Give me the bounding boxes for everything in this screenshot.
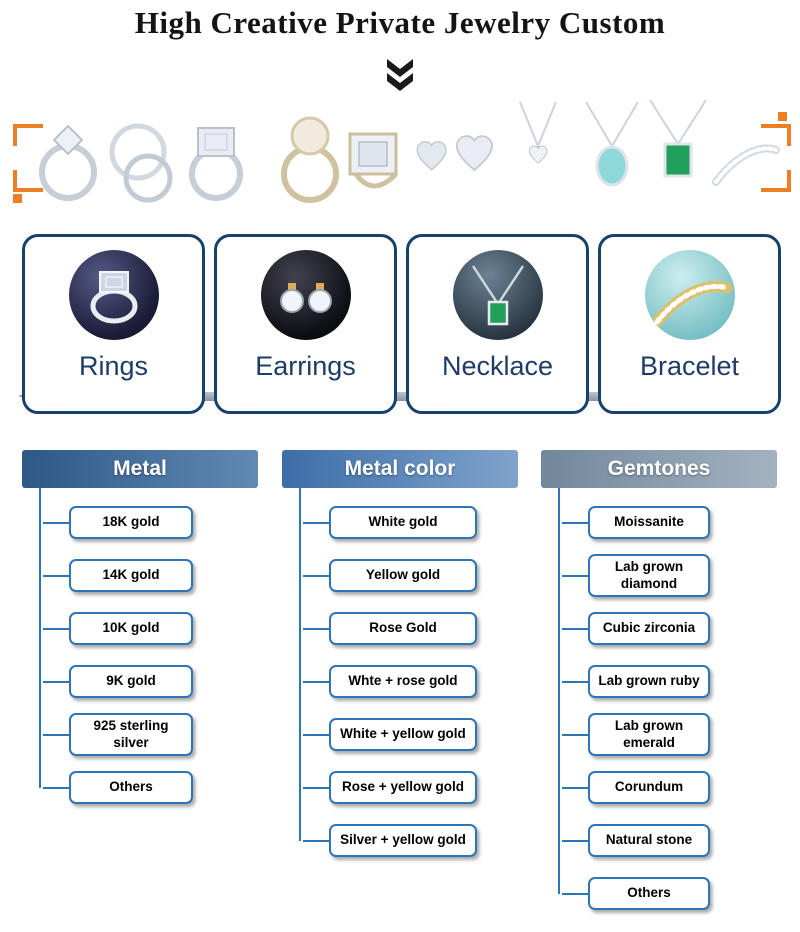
category-card-earrings: Earrings [214, 234, 397, 414]
necklace-icon [471, 265, 524, 326]
tree-node: White gold [303, 506, 477, 539]
chevron-down-icon [387, 59, 413, 91]
category-card-necklace: Necklace [406, 234, 589, 414]
tree-node: Silver + yellow gold [303, 824, 477, 857]
emerald-necklace-icon [649, 99, 707, 178]
ring-icon [90, 271, 137, 324]
page-title: High Creative Private Jewelry Custom [134, 5, 666, 40]
earrings-photo [260, 250, 351, 340]
tree-node: Yellow gold [303, 559, 477, 592]
tree-connector-line [299, 488, 301, 841]
tree-connector-line [558, 488, 560, 894]
heart-necklace-icon [519, 101, 557, 164]
tree-connector-line [39, 488, 41, 788]
emerald-ring-icon [189, 127, 243, 201]
earrings-icon [279, 283, 332, 313]
heart-icon [416, 135, 493, 172]
teal-necklace-icon [585, 101, 639, 187]
orange-square-left-icon [13, 194, 22, 203]
product-strip-image [39, 99, 780, 203]
rings-photo [68, 250, 159, 340]
gemtones-tree: Gemtones Moissanite Lab grown diamond Cu… [541, 450, 777, 920]
category-label: Bracelet [639, 351, 740, 381]
tree-node: Cubic zirconia [562, 612, 710, 645]
tree-node: Corundum [562, 771, 710, 804]
necklace-photo [452, 250, 543, 340]
tree-node: Lab grown emerald [562, 712, 710, 757]
tree-node: Others [43, 771, 193, 804]
bracelet-photo [644, 250, 735, 340]
tree-node: Whte + rose gold [303, 665, 477, 698]
bracelet-icon [651, 281, 732, 328]
tree-node: Moissanite [562, 506, 710, 539]
tree-node: Lab grown ruby [562, 665, 710, 698]
category-card-rings: Rings [22, 234, 205, 414]
tree-node: Natural stone [562, 824, 710, 857]
crop-mark-bottom-left-icon [13, 170, 43, 192]
category-label: Earrings [255, 351, 356, 381]
category-label: Rings [78, 351, 149, 381]
bracelet-icon [712, 144, 780, 186]
tree-node: 925 sterling silver [43, 712, 193, 757]
ring-bands-icon [109, 123, 173, 203]
tree-node: 10K gold [43, 612, 193, 645]
crop-mark-top-right-icon [761, 124, 791, 146]
metal-header: Metal [22, 450, 258, 488]
tree-node: Rose Gold [303, 612, 477, 645]
tree-node: Others [562, 877, 710, 910]
metal-color-tree: Metal color White gold Yellow gold Rose … [282, 450, 518, 867]
ring-icon [39, 124, 97, 201]
category-card-bracelet: Bracelet [598, 234, 781, 414]
tree-node: 14K gold [43, 559, 193, 592]
metal-tree: Metal 18K gold 14K gold 10K gold 9K gold… [22, 450, 258, 814]
solitaire-ring-icon [281, 116, 339, 203]
crop-mark-bottom-right-icon [761, 170, 791, 192]
metal-color-header: Metal color [282, 450, 518, 488]
category-label: Necklace [441, 351, 554, 381]
range-arrow [46, 392, 754, 401]
tree-node: 9K gold [43, 665, 193, 698]
halo-ring-icon [348, 132, 398, 189]
tree-node: 18K gold [43, 506, 193, 539]
tree-node: White + yellow gold [303, 718, 477, 751]
crop-mark-top-left-icon [13, 124, 43, 146]
orange-square-right-icon [778, 112, 787, 121]
tree-node: Rose + yellow gold [303, 771, 477, 804]
tree-node: Lab grown diamond [562, 553, 710, 598]
gemtones-header: Gemtones [541, 450, 777, 488]
